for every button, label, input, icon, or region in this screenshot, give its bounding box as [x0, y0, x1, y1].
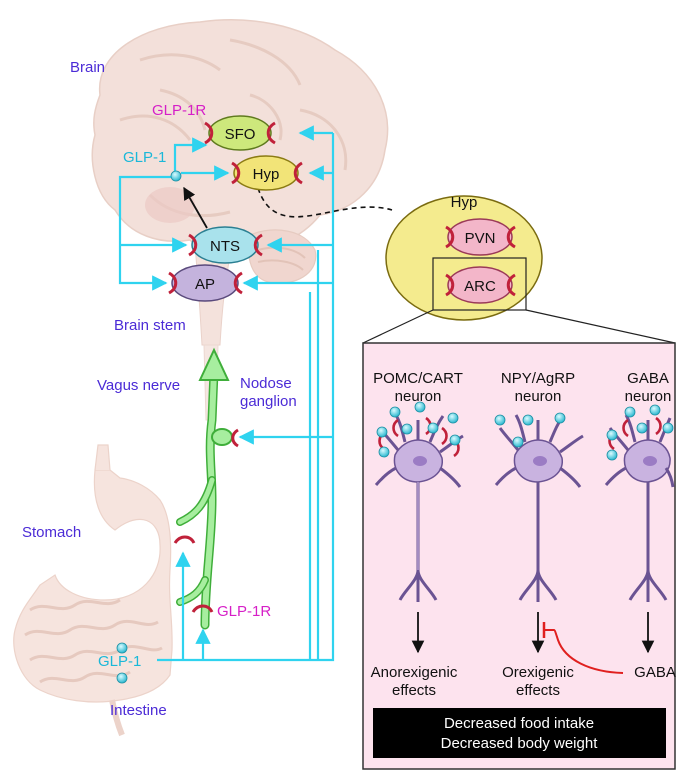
nucleus-nts: NTS — [188, 226, 263, 264]
gut-receptor-stomach — [173, 535, 196, 544]
neuron-1-effect-line1: Anorexigenic — [371, 664, 458, 681]
arc-zoom-lines — [362, 309, 676, 344]
neuron-3-name-line2: neuron — [625, 388, 672, 405]
ap-label: AP — [195, 276, 215, 293]
neuron-3-name-line1: GABA — [627, 370, 669, 387]
intestine-label: Intestine — [110, 702, 167, 719]
hyp-label: Hyp — [253, 166, 280, 183]
nodose-label-line2: ganglion — [240, 393, 297, 410]
nucleus-ap: AP — [168, 264, 243, 302]
nts-to-glp1-arrow — [183, 186, 208, 229]
neuron-1-name-line2: neuron — [395, 388, 442, 405]
neuron-1-effect-line2: effects — [392, 682, 436, 699]
neuron-2-name-line2: neuron — [515, 388, 562, 405]
hyp-zoom-connector — [257, 187, 393, 218]
glp1-molecule-gut-1 — [116, 642, 128, 654]
glp1-label-brain: GLP-1 — [123, 149, 166, 166]
neuron-3-effect-line1: GABA — [634, 664, 676, 681]
nodose-ganglion-body — [211, 428, 233, 446]
vagus-nerve-label: Vagus nerve — [97, 377, 180, 394]
glp1-molecule-gut-2 — [116, 672, 128, 684]
glp1-label-gut: GLP-1 — [98, 653, 141, 670]
brain-label: Brain — [70, 59, 105, 76]
neuron-gaba: GABA neuron GABA — [604, 370, 676, 681]
neuron-npy-agrp: NPY/AgRP neuron Orexigenic effects — [494, 370, 584, 699]
vagus-arrowhead — [198, 347, 230, 381]
neuron-2-effect-line1: Orexigenic — [502, 664, 574, 681]
neuron-1-name-line1: POMC/CART — [373, 370, 463, 387]
outcome-line2: Decreased body weight — [441, 735, 599, 752]
neuron-2-effect-line2: effects — [516, 682, 560, 699]
nts-label: NTS — [210, 238, 240, 255]
hyp-detail: Hyp PVN ARC — [385, 194, 543, 321]
glp1r-label-gut: GLP-1R — [217, 603, 271, 620]
glp1-molecule-brain — [170, 170, 182, 182]
arc-zoom-box — [432, 257, 527, 311]
nodose-receptor — [231, 428, 239, 448]
sfo-label: SFO — [225, 126, 256, 143]
nucleus-sfo: SFO — [204, 115, 276, 151]
nucleus-hyp: Hyp — [231, 155, 303, 191]
arc-neuron-panel — [362, 342, 676, 770]
stomach-label: Stomach — [22, 524, 81, 541]
pvn-label: PVN — [465, 230, 496, 247]
neuron-2-name-line1: NPY/AgRP — [501, 370, 575, 387]
arc-label: ARC — [464, 278, 496, 295]
outcome-box — [373, 708, 666, 758]
gaba-inhibition-line — [550, 629, 624, 674]
neuron-pomc-cart: POMC/CART neuron Anorexigenic effects — [371, 370, 464, 699]
cyan-pathways — [118, 125, 335, 662]
gut-receptor-intestine — [191, 604, 214, 613]
glp1r-label-brain: GLP-1R — [152, 102, 206, 119]
brain-stem-label: Brain stem — [114, 317, 186, 334]
gut-illustration — [13, 444, 173, 737]
nodose-label-line1: Nodose — [240, 375, 292, 392]
outcome-line1: Decreased food intake — [444, 715, 594, 732]
hyp-detail-title: Hyp — [451, 194, 478, 211]
